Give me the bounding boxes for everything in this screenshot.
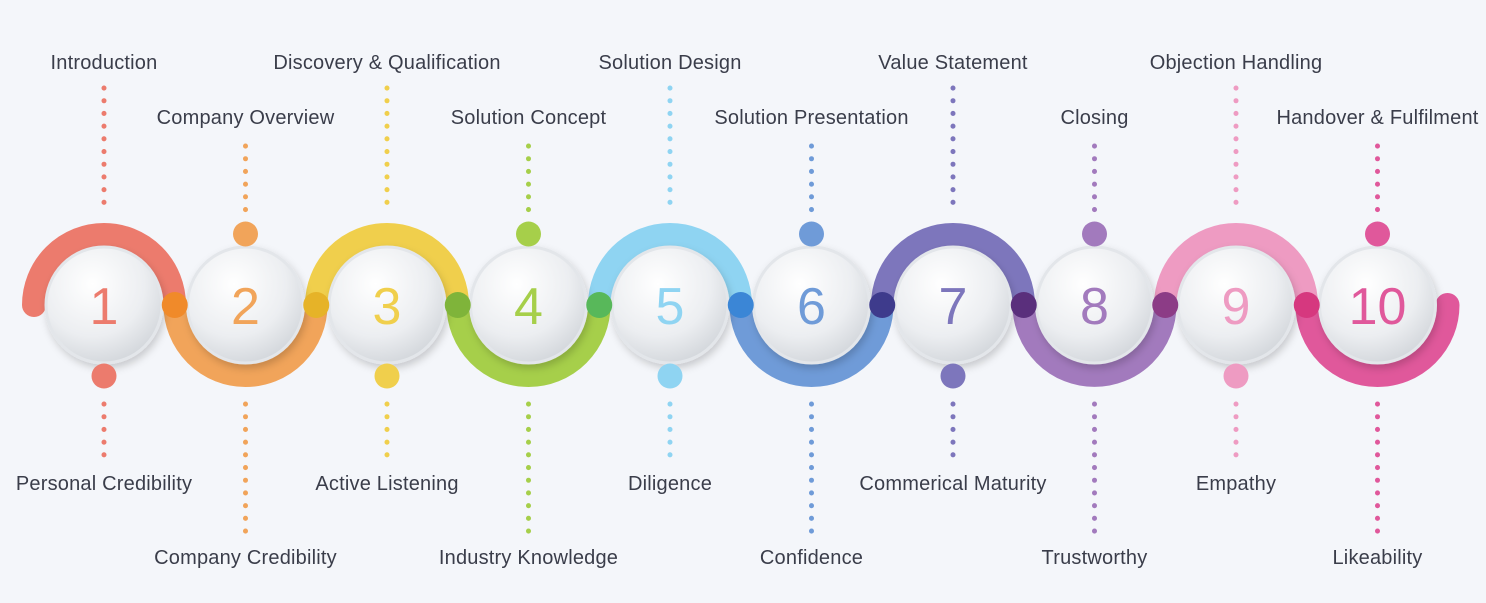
- step-number-1: 1: [90, 278, 119, 336]
- junction-dot-4-5: [586, 292, 613, 318]
- bottom-label-step-7: Commerical Maturity: [859, 473, 1047, 495]
- end-dot-step-3: [374, 363, 400, 389]
- bottom-label-step-8: Trustworthy: [1041, 547, 1148, 569]
- bottom-label-step-3: Active Listening: [315, 473, 459, 495]
- top-label-step-8: Closing: [1060, 107, 1129, 129]
- step-number-8: 8: [1080, 278, 1109, 336]
- arc-step-6: [729, 304, 894, 387]
- end-dot-step-8: [1082, 221, 1107, 247]
- top-label-step-5: Solution Design: [598, 52, 742, 74]
- junction-dot-3-4: [444, 292, 471, 318]
- top-label-step-2: Company Overview: [156, 107, 335, 129]
- step-number-5: 5: [656, 278, 685, 336]
- bottom-label-step-6: Confidence: [759, 547, 864, 569]
- step-number-7: 7: [939, 278, 968, 336]
- end-dot-step-6: [799, 221, 824, 247]
- end-dot-step-9: [1223, 363, 1249, 389]
- step-number-10: 10: [1349, 278, 1407, 336]
- arc-step-5: [588, 223, 752, 306]
- junction-dot-2-3: [303, 292, 330, 318]
- arc-step-7: [871, 223, 1035, 306]
- arc-step-10: [1295, 293, 1460, 387]
- end-dot-step-7: [940, 363, 966, 389]
- step-number-9: 9: [1222, 278, 1251, 336]
- top-label-step-6: Solution Presentation: [714, 107, 909, 129]
- top-label-step-1: Introduction: [50, 52, 158, 74]
- arc-step-2: [163, 304, 328, 387]
- bottom-label-step-4: Industry Knowledge: [438, 547, 619, 569]
- end-dot-step-10: [1365, 221, 1390, 247]
- arc-step-4: [446, 304, 611, 387]
- bottom-label-step-10: Likeability: [1332, 547, 1423, 569]
- end-dot-step-4: [516, 221, 541, 247]
- arc-step-3: [305, 223, 469, 306]
- step-number-2: 2: [231, 278, 260, 336]
- bottom-label-step-1: Personal Credibility: [15, 473, 193, 495]
- step-number-6: 6: [797, 278, 826, 336]
- junction-dot-6-7: [869, 292, 896, 318]
- junction-dot-5-6: [727, 292, 754, 318]
- top-label-step-9: Objection Handling: [1149, 52, 1323, 74]
- junction-dot-7-8: [1010, 292, 1037, 318]
- junction-dot-8-9: [1152, 292, 1179, 318]
- bottom-label-step-5: Diligence: [627, 473, 713, 495]
- top-label-step-7: Value Statement: [878, 52, 1028, 74]
- junction-dot-9-10: [1293, 292, 1320, 318]
- top-label-step-4: Solution Concept: [450, 107, 607, 129]
- top-label-step-3: Discovery & Qualification: [273, 52, 501, 74]
- arc-step-8: [1012, 304, 1177, 387]
- end-dot-step-2: [233, 221, 258, 247]
- step-number-4: 4: [514, 278, 543, 336]
- step-number-3: 3: [373, 278, 402, 336]
- junction-dot-1-2: [161, 292, 188, 318]
- arc-step-1: [22, 223, 186, 317]
- bottom-label-step-2: Company Credibility: [154, 547, 337, 569]
- end-dot-step-1: [91, 363, 117, 389]
- end-dot-step-5: [657, 363, 683, 389]
- bottom-label-step-9: Empathy: [1195, 473, 1277, 495]
- arc-step-9: [1154, 223, 1318, 306]
- top-label-step-10: Handover & Fulfilment: [1276, 107, 1479, 129]
